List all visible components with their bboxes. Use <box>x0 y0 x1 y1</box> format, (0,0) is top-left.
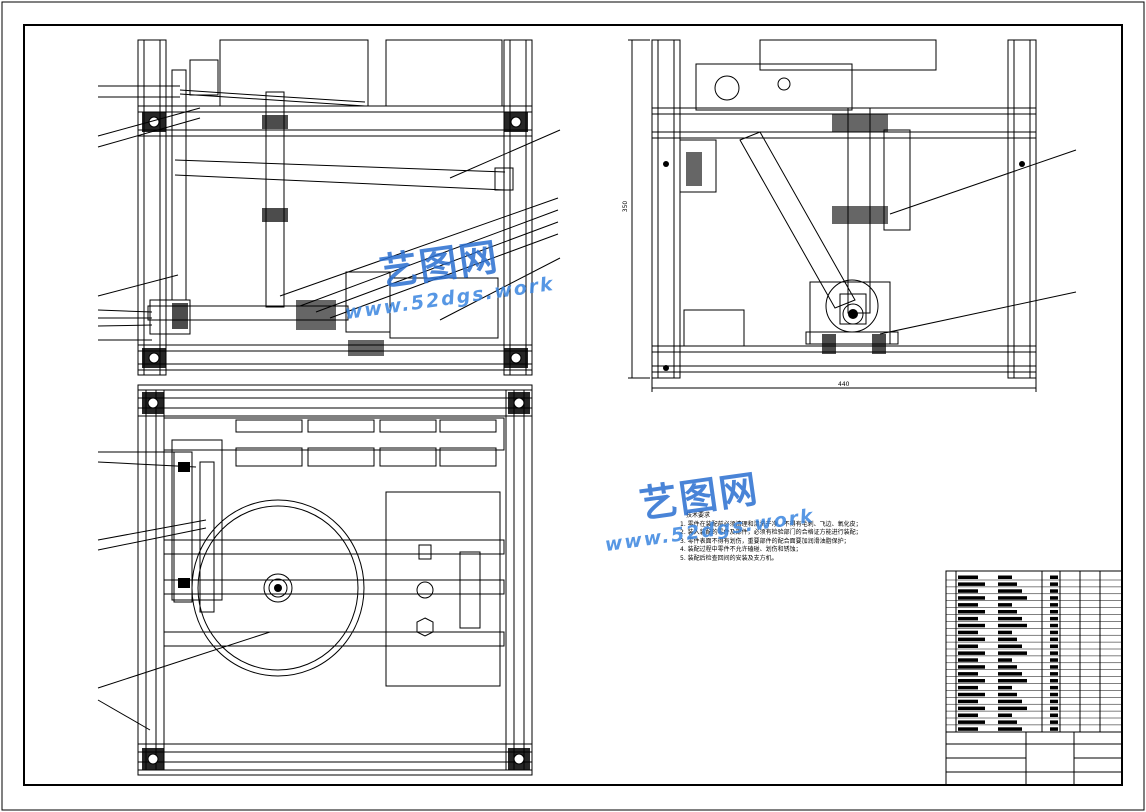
width-dimension-text: 440 <box>838 381 850 388</box>
drawing-frame <box>23 24 1123 786</box>
front-view <box>97 39 561 376</box>
top-view <box>97 384 533 776</box>
tech-requirement-item: 2. 装入装配的零件及部件，必须有检验部门的合格证方能进行装配； <box>680 529 862 537</box>
tech-requirement-item: 5. 装配后检查回间的安装及支方机。 <box>680 554 778 562</box>
tech-requirements: 技术要求 1. 零件在装配前必须清理和清洗干净，不得有毛刺、飞边、氧化皮； 2.… <box>680 512 862 564</box>
tech-requirement-item: 4. 装配过程中零件不允许磕碰、划伤和锈蚀； <box>680 546 802 554</box>
tech-requirement-item: 1. 零件在装配前必须清理和清洗干净，不得有毛刺、飞边、氧化皮； <box>680 520 862 528</box>
tech-requirement-item: 3. 零件表面不得有划伤，重要部件的配合面要加润滑油脂保护； <box>680 537 850 545</box>
side-view <box>628 39 1077 392</box>
tech-requirements-title: 技术要求 <box>686 512 711 519</box>
height-dimension-text: 350 <box>622 200 630 213</box>
title-block <box>945 570 1123 786</box>
